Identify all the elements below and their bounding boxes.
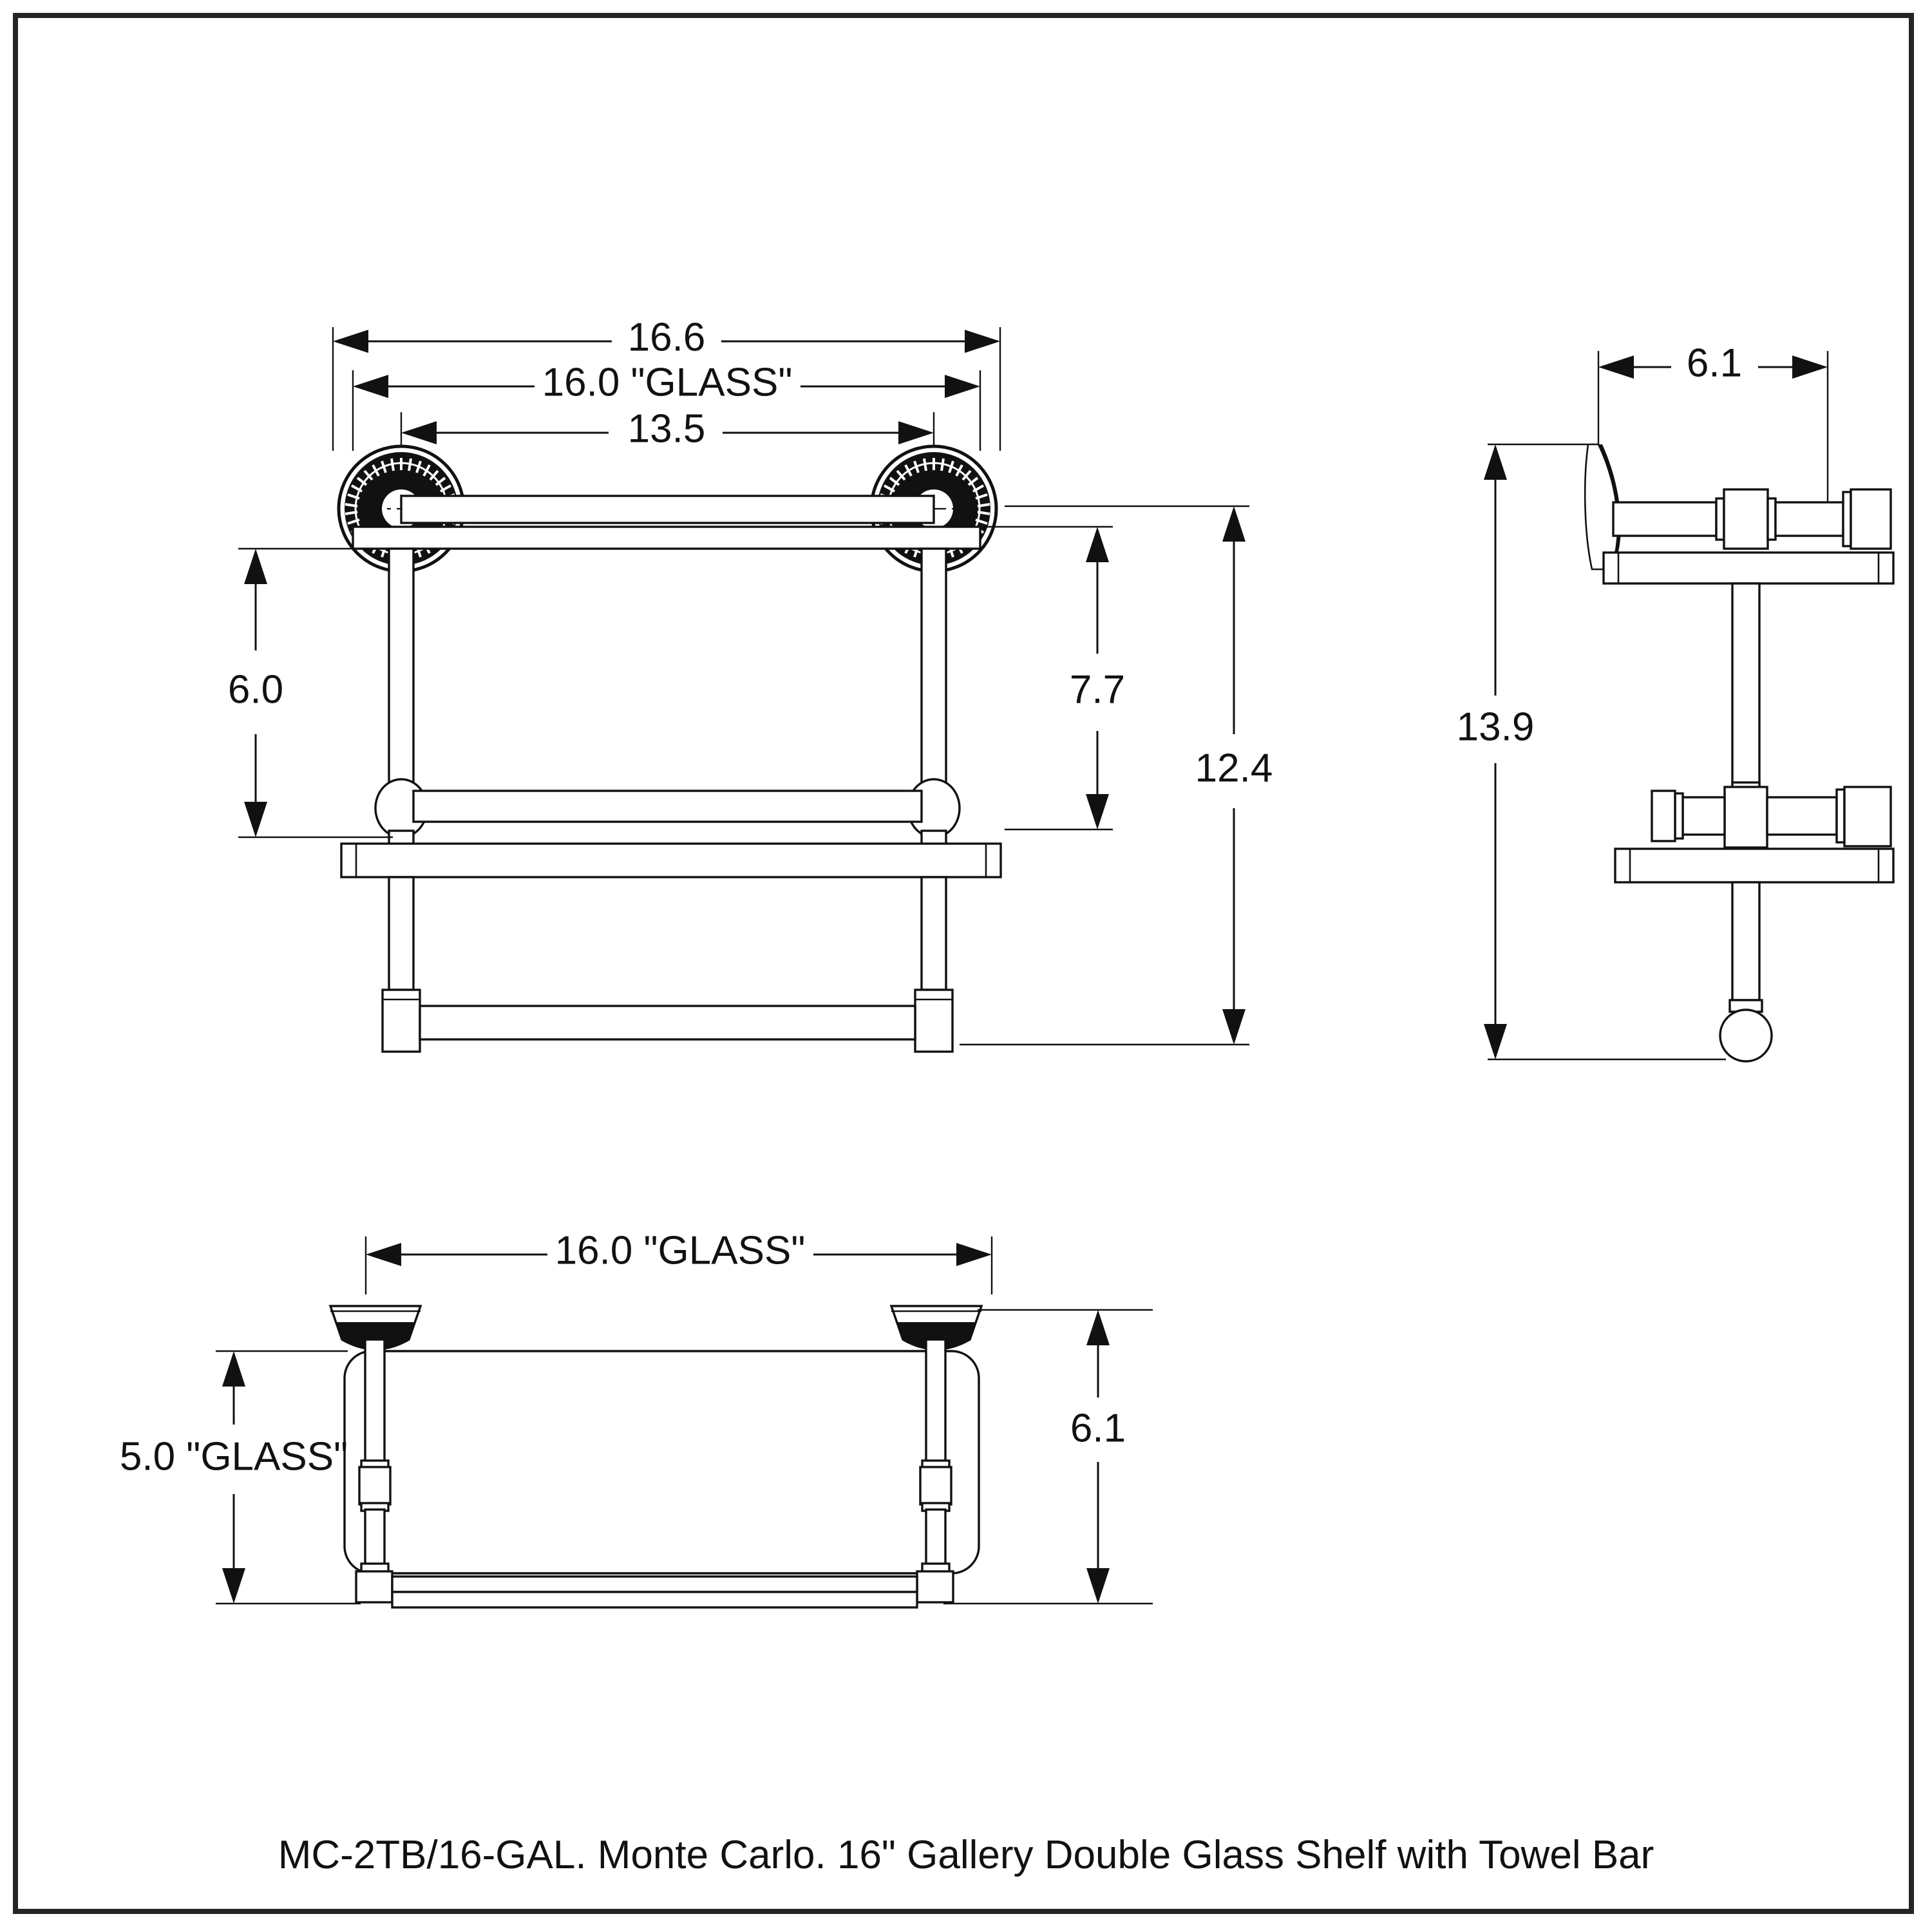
side-gallery-arm	[1612, 488, 1892, 550]
dimension-label-5-0-glass: 5.0 "GLASS"	[120, 1434, 348, 1479]
dimension-label-16-6: 16.6	[628, 315, 706, 359]
side-glass-shelf	[1614, 848, 1895, 884]
right-lower-post	[914, 876, 954, 1053]
towel-bar	[419, 1005, 916, 1041]
dimension-label-16-0-glass-front: 16.0 "GLASS"	[542, 360, 793, 404]
plan-left-rosette	[328, 1305, 422, 1350]
dimension-label-6-1-side: 6.1	[1687, 341, 1742, 385]
dimension-label-13-5: 13.5	[628, 406, 706, 451]
glass-shelf	[340, 842, 1002, 878]
dimension-16-6: 16.6	[332, 315, 1001, 451]
plan-left-post	[355, 1338, 393, 1604]
plan-towel-bar-outer	[391, 1591, 918, 1609]
plan-view: 16.0 "GLASS"	[120, 1228, 1153, 1609]
left-lower-post	[381, 876, 421, 1053]
dimension-13-5: 13.5	[400, 406, 935, 509]
side-elevation-view: 6.1	[1457, 341, 1895, 1063]
dimension-label-7-7: 7.7	[1070, 667, 1125, 712]
drawing-caption: MC-2TB/16-GAL. Monte Carlo. 16" Gallery …	[278, 1833, 1654, 1877]
side-gallery-glass-edge	[1602, 551, 1895, 585]
upper-gallery-bar	[412, 790, 923, 823]
side-shelf-arm	[1651, 781, 1892, 855]
plan-right-post	[916, 1338, 954, 1604]
dimension-12-4: 12.4	[960, 505, 1273, 1046]
dimension-7-7: 7.7	[983, 526, 1125, 831]
dimension-label-6-0: 6.0	[228, 667, 283, 712]
dimension-label-6-1-plan: 6.1	[1070, 1406, 1126, 1450]
gallery-rail	[400, 495, 935, 524]
dimension-16-0-glass-front: 16.0 "GLASS"	[352, 360, 981, 451]
dimension-16-0-glass-plan: 16.0 "GLASS"	[365, 1228, 993, 1294]
dimension-6-1-plan: 6.1	[943, 1309, 1153, 1605]
dimension-5-0-glass: 5.0 "GLASS"	[120, 1350, 361, 1605]
dimension-label-16-0-glass-plan: 16.0 "GLASS"	[555, 1228, 806, 1273]
dimension-13-9: 13.9	[1457, 443, 1726, 1061]
plan-towel-bar-inner	[391, 1575, 918, 1593]
dimension-label-13-9: 13.9	[1457, 705, 1535, 749]
side-center-post	[1731, 582, 1761, 793]
gallery-glass-edge	[352, 526, 981, 550]
front-elevation-view: 16.6 16.0 "GLASS" 13.5	[228, 315, 1273, 1053]
plan-glass-outline	[343, 1350, 980, 1575]
side-lower-post	[1719, 881, 1773, 1063]
plan-right-rosette	[889, 1305, 983, 1350]
dimension-6-1-side: 6.1	[1597, 341, 1829, 515]
dimension-6-0: 6.0	[228, 547, 393, 838]
dimension-label-12-4: 12.4	[1195, 746, 1273, 790]
